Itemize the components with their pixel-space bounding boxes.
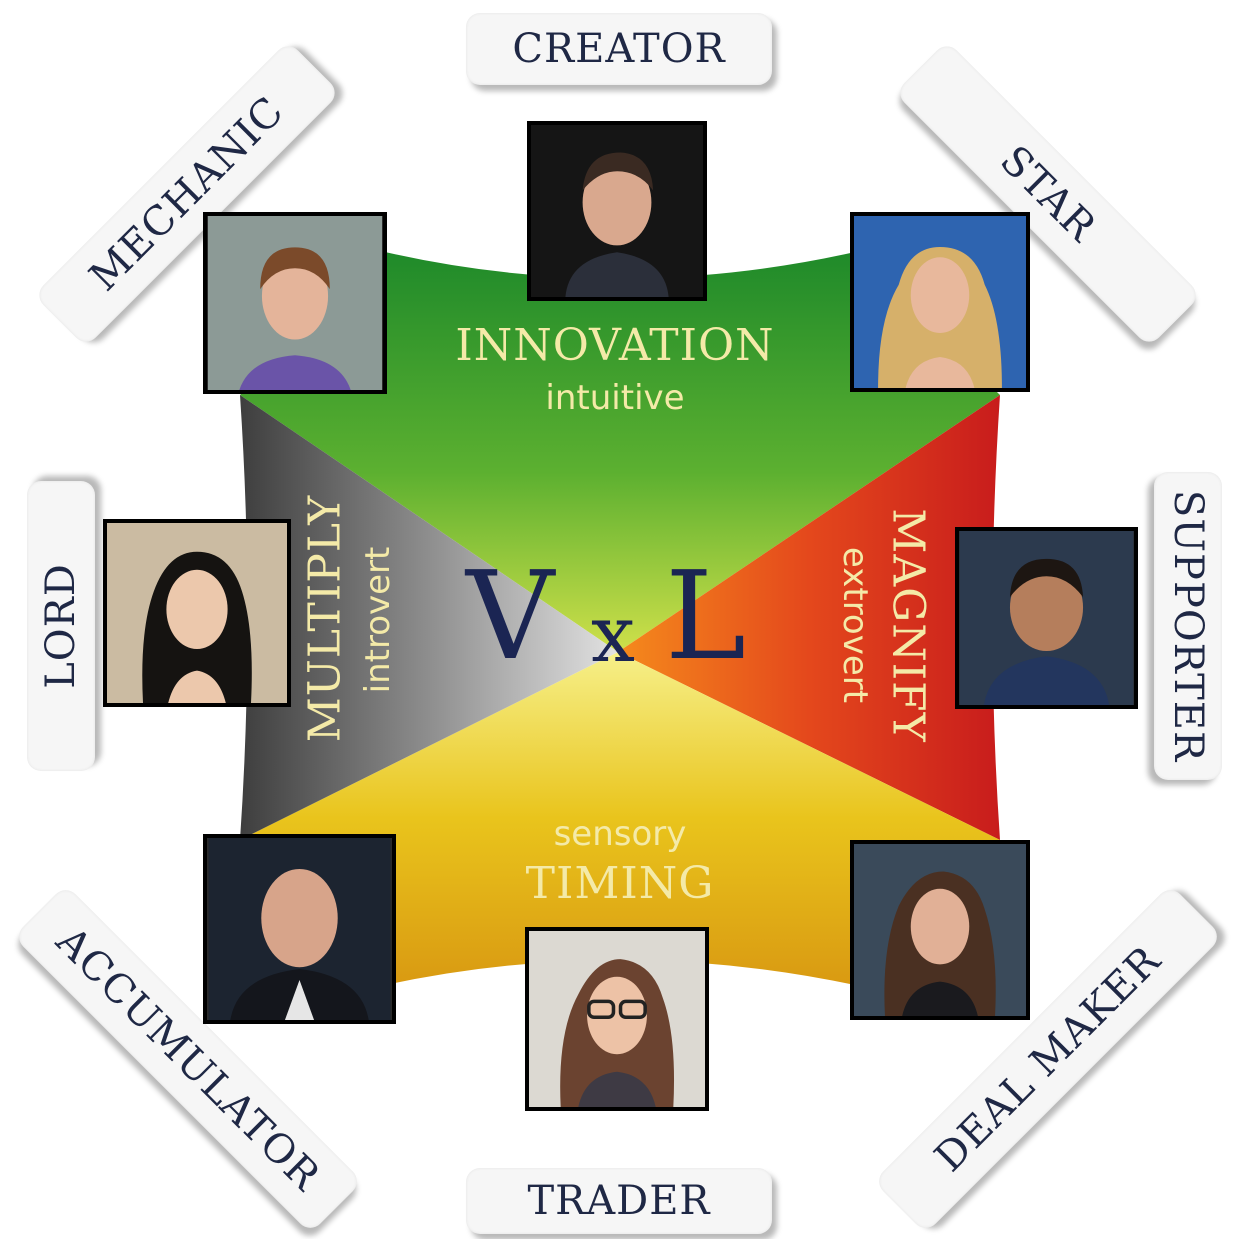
quadrant-multiply	[240, 395, 618, 840]
portrait-icon	[854, 216, 1026, 388]
innovation-subtitle: intuitive	[545, 378, 685, 418]
profile-trader-label: TRADER	[527, 1178, 711, 1224]
profile-lord-label: LORD	[38, 563, 84, 689]
photo-deal-maker	[850, 840, 1030, 1020]
portrait-icon	[208, 838, 391, 1020]
portrait-icon	[107, 523, 287, 703]
portrait-icon	[854, 844, 1026, 1016]
magnify-subtitle: extrovert	[835, 546, 875, 704]
innovation-title: INNOVATION	[455, 320, 775, 371]
quadrant-innovation	[240, 252, 1000, 652]
portrait-icon	[531, 125, 703, 297]
photo-mechanic	[203, 212, 387, 394]
photo-supporter	[955, 527, 1138, 709]
quadrant-magnify	[618, 395, 1000, 840]
profile-creator-label: CREATOR	[512, 26, 726, 72]
magnify-title: MAGNIFY	[882, 508, 934, 743]
portrait-icon	[529, 931, 705, 1107]
vxl-x: x	[591, 590, 635, 680]
quadrant-timing	[240, 652, 1000, 985]
portrait-icon	[208, 216, 382, 390]
profile-creator: CREATOR	[466, 13, 772, 85]
profile-supporter: SUPPORTER	[1154, 472, 1222, 780]
photo-star	[850, 212, 1030, 392]
photo-creator	[527, 121, 707, 301]
profile-lord: LORD	[27, 481, 95, 771]
multiply-title: MULTIPLY	[299, 494, 351, 743]
vxl-v: V	[466, 545, 555, 687]
timing-title: TIMING	[525, 858, 715, 909]
timing-subtitle: sensory	[553, 814, 687, 854]
photo-lord	[103, 519, 291, 707]
portrait-icon	[959, 531, 1134, 705]
profile-supporter-label: SUPPORTER	[1165, 489, 1211, 763]
profile-trader: TRADER	[466, 1168, 772, 1234]
multiply-subtitle: introvert	[358, 546, 398, 694]
vxl-l: L	[665, 545, 747, 687]
photo-trader	[525, 927, 709, 1111]
photo-accumulator	[203, 834, 396, 1024]
